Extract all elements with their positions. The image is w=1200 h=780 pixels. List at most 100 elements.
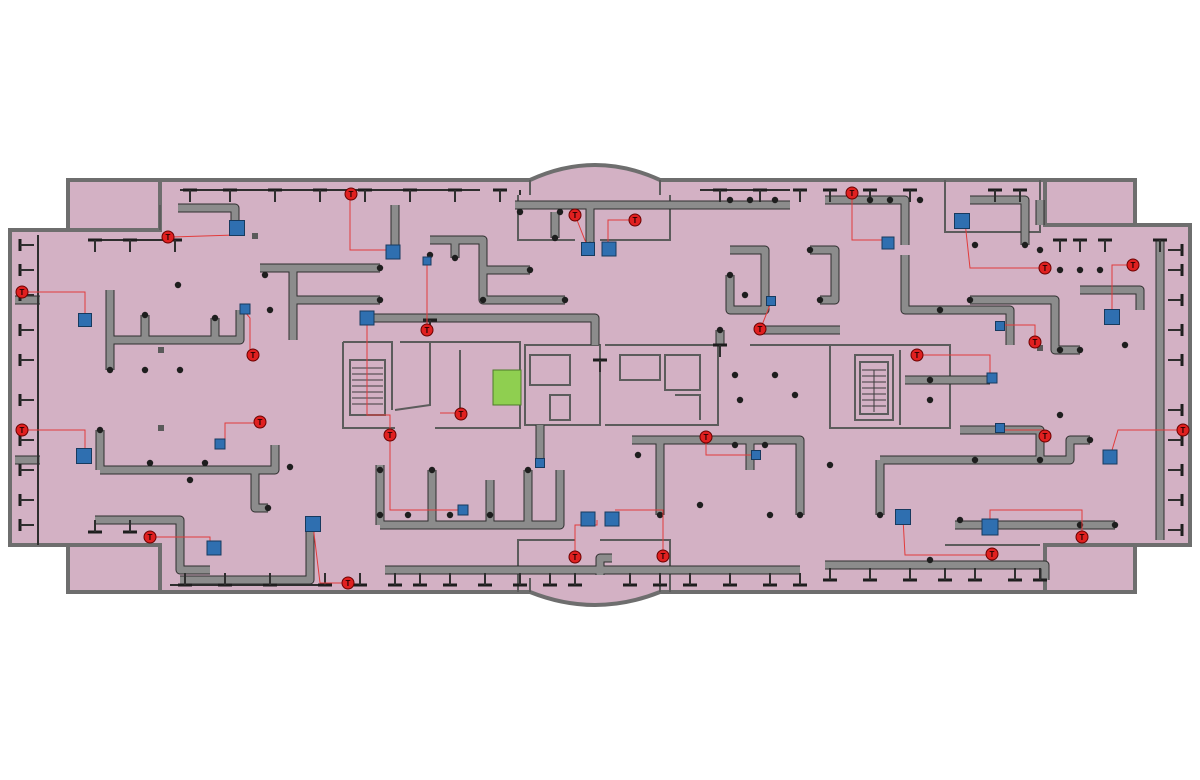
diffuser-icon (771, 371, 779, 379)
thermostat-icon: T (143, 530, 157, 544)
thermostat-label: T (258, 418, 263, 427)
thermostat-icon: T (985, 547, 999, 561)
diffuser-icon (1168, 244, 1184, 256)
diffuser-icon (1076, 266, 1084, 274)
diffuser-icon (696, 501, 704, 509)
thermostat-label: T (990, 550, 995, 559)
diffuser-icon (264, 504, 272, 512)
diffuser-icon (18, 354, 34, 366)
thermostat-label: T (661, 552, 666, 561)
diffuser-icon (1168, 294, 1184, 306)
thermostat-label: T (704, 433, 709, 442)
diffuser-icon (926, 556, 934, 564)
thermostat-control-wiring (22, 193, 1183, 584)
diffuser-icon (18, 464, 34, 476)
diffuser-icon (886, 196, 894, 204)
diffuser-icon (763, 573, 777, 587)
thermostat-label: T (425, 326, 430, 335)
diffuser-icon (18, 264, 34, 276)
diffuser-icon (863, 568, 877, 582)
vav-box-icon (604, 511, 620, 527)
thermostat-label: T (166, 233, 171, 242)
vav-box-icon (239, 303, 251, 315)
diffuser-icon (1053, 238, 1067, 252)
diffuser-icon (516, 208, 524, 216)
thermostat-label: T (915, 351, 920, 360)
thermostat-icon: T (845, 186, 859, 200)
vav-box-icon (385, 244, 401, 260)
vav-box-icon (981, 518, 999, 536)
diffuser-icon (1168, 494, 1184, 506)
thermostat-icon: T (344, 187, 358, 201)
diffuser-icon (524, 466, 532, 474)
diffuser-icon (413, 573, 427, 587)
thermostat-label: T (573, 211, 578, 220)
diffuser-icon (771, 196, 779, 204)
diffuser-icon (183, 188, 197, 202)
diffuser-icon (876, 511, 884, 519)
thermostat-icon: T (15, 285, 29, 299)
diffuser-icon (793, 188, 807, 202)
vav-box-icon (751, 450, 761, 460)
diffuser-icon (141, 311, 149, 319)
diffuser-icon (376, 511, 384, 519)
thermostat-icon: T (420, 323, 434, 337)
diffuser-icon (623, 573, 637, 587)
diffuser-icon (123, 238, 137, 252)
vav-box-icon (881, 236, 895, 250)
vav-box-icon (995, 423, 1005, 433)
vav-box-icon (986, 372, 998, 384)
diffuser-icon (731, 371, 739, 379)
diffuser-group (18, 188, 1184, 587)
diffuser-icon (543, 573, 557, 587)
diffuser-icon (1036, 246, 1044, 254)
vav-box-icon (359, 310, 375, 326)
thermostat-icon: T (1075, 530, 1089, 544)
diffuser-icon (823, 188, 837, 202)
diffuser-icon (201, 459, 209, 467)
diffuser-icon (1098, 238, 1112, 252)
stair-right (862, 369, 886, 412)
thermostat-icon: T (454, 407, 468, 421)
diffuser-icon (353, 573, 367, 587)
diffuser-icon (1153, 238, 1167, 252)
diffuser-icon (793, 573, 807, 587)
diffuser-icon (403, 188, 417, 202)
diffuser-icon (791, 391, 799, 399)
diffuser-icon (634, 451, 642, 459)
vav-box-icon (535, 458, 545, 468)
diffuser-icon (796, 511, 804, 519)
diffuser-icon (713, 343, 727, 357)
diffuser-icon (18, 494, 34, 506)
diffuser-icon (903, 188, 917, 202)
diffuser-icon (486, 511, 494, 519)
diffuser-icon (1111, 521, 1119, 529)
diffuser-icon (1076, 346, 1084, 354)
diffuser-icon (731, 441, 739, 449)
vav-box-icon (995, 321, 1005, 331)
diffuser-icon (176, 366, 184, 374)
mechanical-shaft (492, 369, 522, 406)
thermostat-label: T (349, 190, 354, 199)
thermostat-label: T (758, 325, 763, 334)
diffuser-icon (1056, 411, 1064, 419)
thermostat-label: T (633, 216, 638, 225)
diffuser-icon (926, 376, 934, 384)
diffuser-icon (1056, 346, 1064, 354)
thermostat-icon: T (568, 208, 582, 222)
diffuser-icon (146, 459, 154, 467)
thermostat-icon: T (383, 428, 397, 442)
diffuser-icon (916, 196, 924, 204)
thermostat-label: T (20, 288, 25, 297)
diffuser-icon (513, 573, 527, 587)
diffuser-icon (746, 196, 754, 204)
vav-box-icon (422, 256, 432, 266)
thermostat-icon: T (1028, 335, 1042, 349)
diffuser-icon (174, 281, 182, 289)
thermostat-icon: T (1038, 429, 1052, 443)
diffuser-icon (376, 264, 384, 272)
vav-box-icon (78, 313, 92, 327)
diffuser-icon (806, 246, 814, 254)
thermostat-icon: T (753, 322, 767, 336)
